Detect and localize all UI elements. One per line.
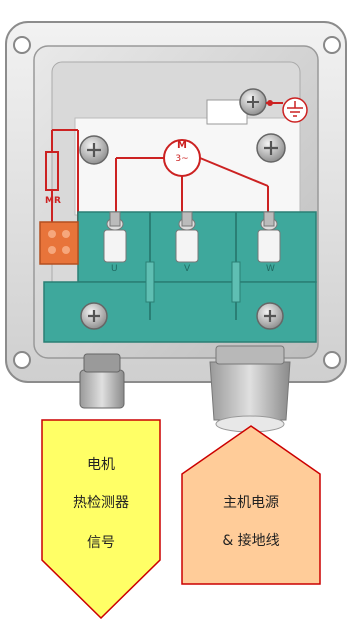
terminal-label-w: W	[266, 264, 275, 274]
terminal-stud-v	[175, 211, 199, 263]
screw-icon	[256, 133, 286, 163]
motor-symbol	[115, 139, 269, 215]
callout-left-line-2: 热检测器	[73, 495, 129, 511]
thermistor-symbol	[45, 129, 79, 232]
ground-terminal	[206, 88, 283, 125]
screw-icon	[80, 302, 108, 330]
motor-phase: 3~	[175, 154, 189, 164]
callout-right-shape	[181, 425, 321, 585]
terminal-label-u: U	[111, 264, 118, 274]
ground-icon	[282, 97, 308, 123]
motor-letter: M	[177, 140, 187, 151]
callout-right-line-1: 主机电源	[223, 495, 279, 511]
callout-left-line-3: 信号	[87, 535, 115, 551]
callout-left-shape	[41, 419, 161, 619]
cable-gland-icon	[79, 353, 125, 409]
callout-right-line-2: & 接地线	[222, 533, 280, 549]
callout-left-line-1: 电机	[87, 457, 115, 473]
cable-gland-icon	[209, 345, 291, 433]
terminal-stud-u	[103, 211, 127, 263]
thermistor-connector	[39, 221, 79, 265]
screw-icon	[79, 135, 109, 165]
thermistor-label: MR	[45, 196, 61, 206]
screw-icon	[256, 302, 284, 330]
terminal-stud-w	[257, 211, 281, 263]
terminal-label-v: V	[184, 264, 191, 274]
